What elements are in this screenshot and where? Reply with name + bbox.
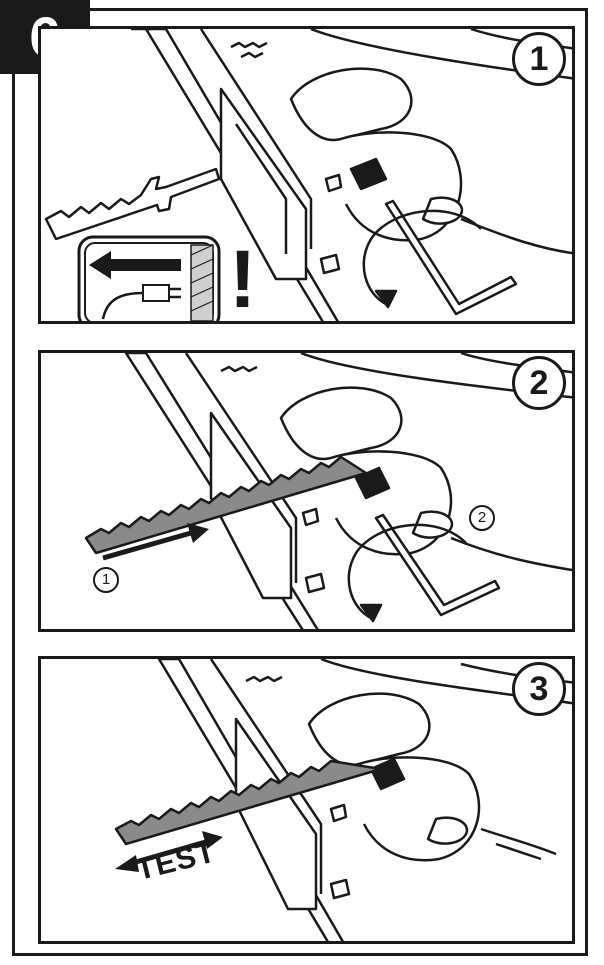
panel-3-illustration: [114, 659, 572, 941]
panel-2-number: 2: [512, 356, 566, 410]
push-arrow-icon: [102, 523, 209, 561]
panel-1-illustration: [44, 29, 572, 321]
double-arrow-icon: [115, 831, 223, 872]
callout-2: 2: [469, 505, 495, 531]
panel-1-number: 1: [512, 32, 566, 86]
jigsaw-blade-icon: [84, 455, 368, 555]
callout-1: 1: [93, 567, 119, 593]
jigsaw-blade-icon: [114, 759, 383, 846]
panel-3-number: 3: [512, 662, 566, 716]
jigsaw-blade-icon: [44, 167, 221, 241]
panel-2-illustration: [84, 353, 572, 629]
panel-1: ! 1: [38, 26, 575, 324]
unplug-icon: [77, 235, 221, 321]
panel-2: 1 2 2: [38, 350, 575, 632]
warning-exclamation-icon: !: [229, 234, 257, 324]
panel-3: TEST 3: [38, 656, 575, 944]
